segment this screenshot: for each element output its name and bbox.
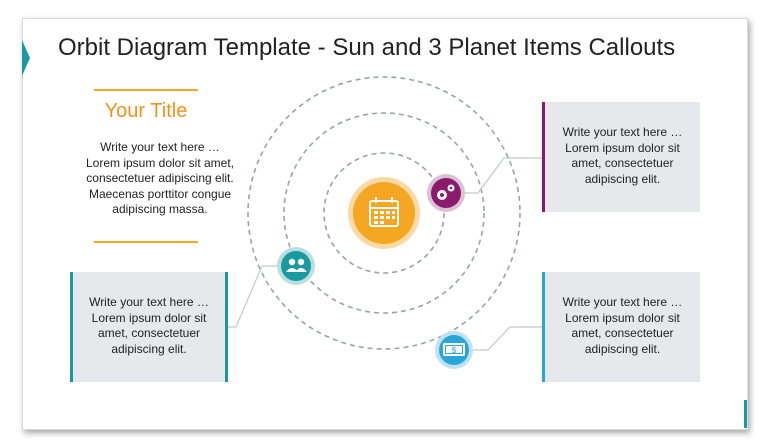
gears-icon bbox=[437, 184, 455, 200]
left-line-5: adipiscing massa. bbox=[112, 202, 208, 216]
title-top-rule bbox=[94, 89, 198, 91]
left-line-3: consectetuer adipiscing elit. bbox=[86, 171, 234, 185]
callout-bottom-left-line-1: Write your text here … bbox=[89, 295, 209, 309]
orbit-middle bbox=[283, 112, 485, 314]
planet-money: $ bbox=[435, 331, 473, 369]
left-line-1: Write your text here … bbox=[100, 140, 220, 154]
title-bottom-rule bbox=[94, 241, 198, 243]
callout-bottom-right-line-4: adipiscing elit. bbox=[584, 341, 661, 356]
callout-top-right-line-2: Lorem ipsum dolor sit bbox=[565, 140, 680, 155]
callout-top-right-line-1: Write your text here … bbox=[562, 125, 683, 139]
svg-text:$: $ bbox=[452, 346, 457, 355]
title-marker bbox=[22, 40, 30, 76]
callout-bottom-left-line-4: adipiscing elit. bbox=[111, 341, 187, 356]
orbits bbox=[247, 76, 521, 350]
sun bbox=[348, 177, 420, 249]
planet-gears bbox=[427, 174, 465, 212]
callout-bottom-left-line-3: amet, consectetuer bbox=[97, 326, 201, 340]
slide-title: Orbit Diagram Template - Sun and 3 Plane… bbox=[58, 34, 676, 61]
callout-bottom-right-line-3: amet, consectetuer bbox=[571, 326, 674, 340]
left-heading: Your Title bbox=[104, 100, 188, 122]
people-icon bbox=[286, 258, 307, 272]
callout-bottom-right: Write your text here … Lorem ipsum dolor… bbox=[542, 272, 700, 382]
callout-top-right-line-4: adipiscing elit. bbox=[584, 171, 661, 186]
callout-bottom-right-line-1: Write your text here … bbox=[562, 295, 683, 309]
callout-bottom-left: Write your text here … Lorem ipsum dolor… bbox=[70, 272, 228, 382]
callout-top-right-line-3: amet, consectetuer bbox=[571, 156, 674, 170]
callout-bottom-left-line-2: Lorem ipsum dolor sit bbox=[91, 310, 207, 325]
calendar-grid bbox=[374, 211, 395, 224]
callout-bottom-right-line-2: Lorem ipsum dolor sit bbox=[565, 310, 680, 325]
corner-accent-bar bbox=[744, 400, 747, 428]
orbit-outer bbox=[247, 76, 521, 350]
orbit-inner bbox=[323, 152, 445, 274]
planet-people bbox=[277, 247, 315, 285]
left-body-text: Write your text here … Lorem ipsum dolor… bbox=[60, 140, 260, 218]
connector-bottom-left bbox=[228, 265, 280, 328]
connector-top-right bbox=[462, 157, 542, 194]
connector-bottom-right bbox=[470, 326, 542, 351]
left-line-2: Lorem ipsum dolor sit amet, bbox=[85, 155, 235, 170]
connectors bbox=[228, 157, 542, 351]
planet-people-core bbox=[281, 251, 311, 281]
calendar-icon bbox=[369, 197, 399, 227]
left-line-4: Maecenas porttitor congue bbox=[88, 186, 232, 201]
callout-top-right: Write your text here … Lorem ipsum dolor… bbox=[542, 102, 700, 212]
money-icon: $ bbox=[443, 343, 465, 356]
